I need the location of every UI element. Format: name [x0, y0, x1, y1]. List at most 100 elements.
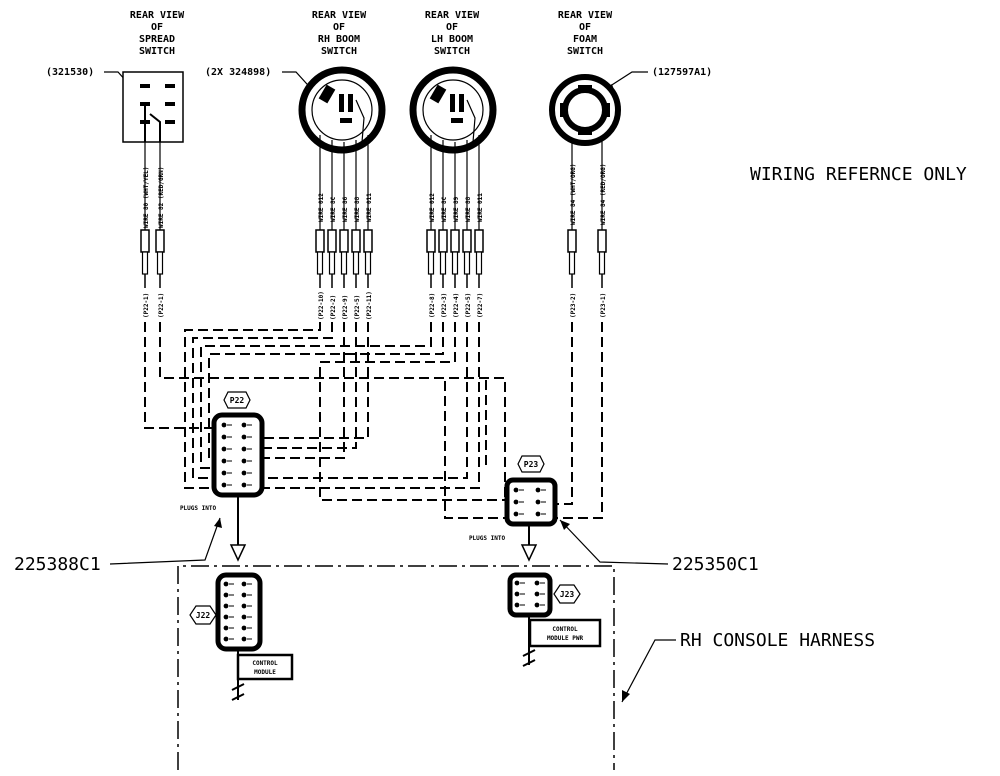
heading-line: OF [333, 22, 345, 33]
j22-tag [189, 605, 217, 625]
pin-body [439, 251, 447, 275]
terminal-pin [462, 229, 472, 288]
p22-harness-part-number: 225388C1 [14, 554, 101, 575]
heading-line: SWITCH [321, 46, 357, 57]
pin-body [352, 251, 360, 275]
connector-cavity [221, 446, 227, 452]
terminal-pin [155, 229, 165, 288]
connector-cavity [241, 614, 247, 620]
arrowhead [214, 518, 222, 528]
pin-sleeve [155, 229, 165, 253]
console-harness-label: RH CONSOLE HARNESS [680, 630, 875, 651]
pin-label: (P22-1) [143, 293, 150, 318]
foam-wires: WIRE 84 (WHT/ORG) WIRE 84 (RED/ORG) [570, 140, 607, 230]
switch-terminal [318, 84, 336, 104]
lh-boom-wires: WIRE 012 WIRE 8C WIRE 89 WIRE 88 WIRE 01… [429, 135, 484, 230]
switch-terminal [560, 103, 567, 117]
wire-label: WIRE 88 [354, 196, 361, 222]
connector-cavity [534, 602, 540, 608]
switch-terminal [140, 102, 150, 106]
connector-cavity [221, 458, 227, 464]
foam-leader-line [603, 71, 648, 91]
plugs-into-label: PLUGS INTO [180, 505, 217, 512]
connector-cavity [514, 580, 520, 586]
p23-connector: P23 PLUGS INTO [469, 455, 558, 562]
heading-line: OF [579, 22, 591, 33]
pin-body [568, 251, 576, 275]
p23-harness-part-number: 225350C1 [672, 554, 759, 575]
terminal-pin [474, 229, 484, 288]
wire-label: WIRE 80 (WHT/YEL) [143, 167, 150, 228]
dashed-wire [200, 322, 432, 469]
switch-terminal [140, 84, 150, 88]
pin-sleeve [315, 229, 325, 253]
heading-line: SPREAD [139, 34, 175, 45]
connector-cavity [534, 580, 540, 586]
connector-cavity [241, 470, 247, 476]
switch-lead [466, 99, 476, 143]
switch-terminal [165, 84, 175, 88]
j22-tag-line: CONTROL [252, 660, 278, 667]
connector-cavity [223, 614, 229, 620]
heading-line: SWITCH [139, 46, 175, 57]
terminal-pin [339, 229, 349, 288]
pin-body [475, 251, 483, 275]
connector-cavity [223, 625, 229, 631]
connector-cavity [223, 592, 229, 598]
foam-switch-heading: REAR VIEW OF FOAM SWITCH [558, 10, 613, 57]
heading-line: LH BOOM [431, 34, 473, 45]
plug-arrow-icon [520, 544, 538, 562]
pin-body [316, 251, 324, 275]
dashed-wire [264, 322, 357, 449]
spread-wires: WIRE 80 (WHT/YEL) WIRE 82 (RED/GRN) [143, 142, 165, 230]
pin-sleeve [339, 229, 349, 253]
j22-pins [223, 581, 252, 642]
foam-switch [549, 74, 621, 146]
pin-body [451, 251, 459, 275]
connector-cavity [241, 636, 247, 642]
wire-label: WIRE 88 [465, 196, 472, 222]
connector-cavity [221, 422, 227, 428]
j23-module-tag [528, 618, 602, 648]
connector-cavity [535, 511, 541, 517]
pin-label: (P22-3) [441, 293, 448, 318]
connector-cavity [535, 499, 541, 505]
pin-label: (P23-1) [600, 293, 607, 318]
connector-cavity [241, 458, 247, 464]
arrowhead [560, 520, 570, 530]
terminal-pin [567, 229, 577, 288]
dashed-wire [557, 322, 573, 505]
connector-cavity [241, 446, 247, 452]
dashed-wire [319, 322, 505, 501]
cable-break-icon [231, 683, 245, 701]
terminal-pin [438, 229, 448, 288]
switch-lead [355, 99, 365, 143]
connector-cavity [513, 487, 519, 493]
pin-body [156, 251, 164, 275]
spread-part-number: (321530) [46, 67, 94, 78]
foam-part-number: (127597A1) [652, 67, 712, 78]
dashed-wire [192, 322, 333, 479]
switch-terminal [450, 94, 455, 112]
terminal-pin [426, 229, 436, 288]
heading-line: SWITCH [434, 46, 470, 57]
pin-label: (P22-7) [477, 293, 484, 318]
connector-cavity [514, 602, 520, 608]
j23-tag [553, 584, 581, 604]
pin-sleeve [426, 229, 436, 253]
plug-arrow-icon [229, 544, 247, 562]
spread-switch-body [122, 71, 184, 143]
connector-cavity [241, 482, 247, 488]
dashed-wire [184, 322, 321, 489]
p22-connector-body [211, 412, 265, 498]
connector-cavity [241, 625, 247, 631]
pin-sleeve [462, 229, 472, 253]
console-leader-line [621, 639, 676, 703]
pin-body [364, 251, 372, 275]
switch-terminal [165, 102, 175, 106]
wire-label: WIRE 84 (WHT/ORG) [570, 164, 577, 225]
heading-line: REAR VIEW [558, 10, 613, 21]
connector-cavity [513, 499, 519, 505]
pin-body [340, 251, 348, 275]
pin-sleeve [351, 229, 361, 253]
